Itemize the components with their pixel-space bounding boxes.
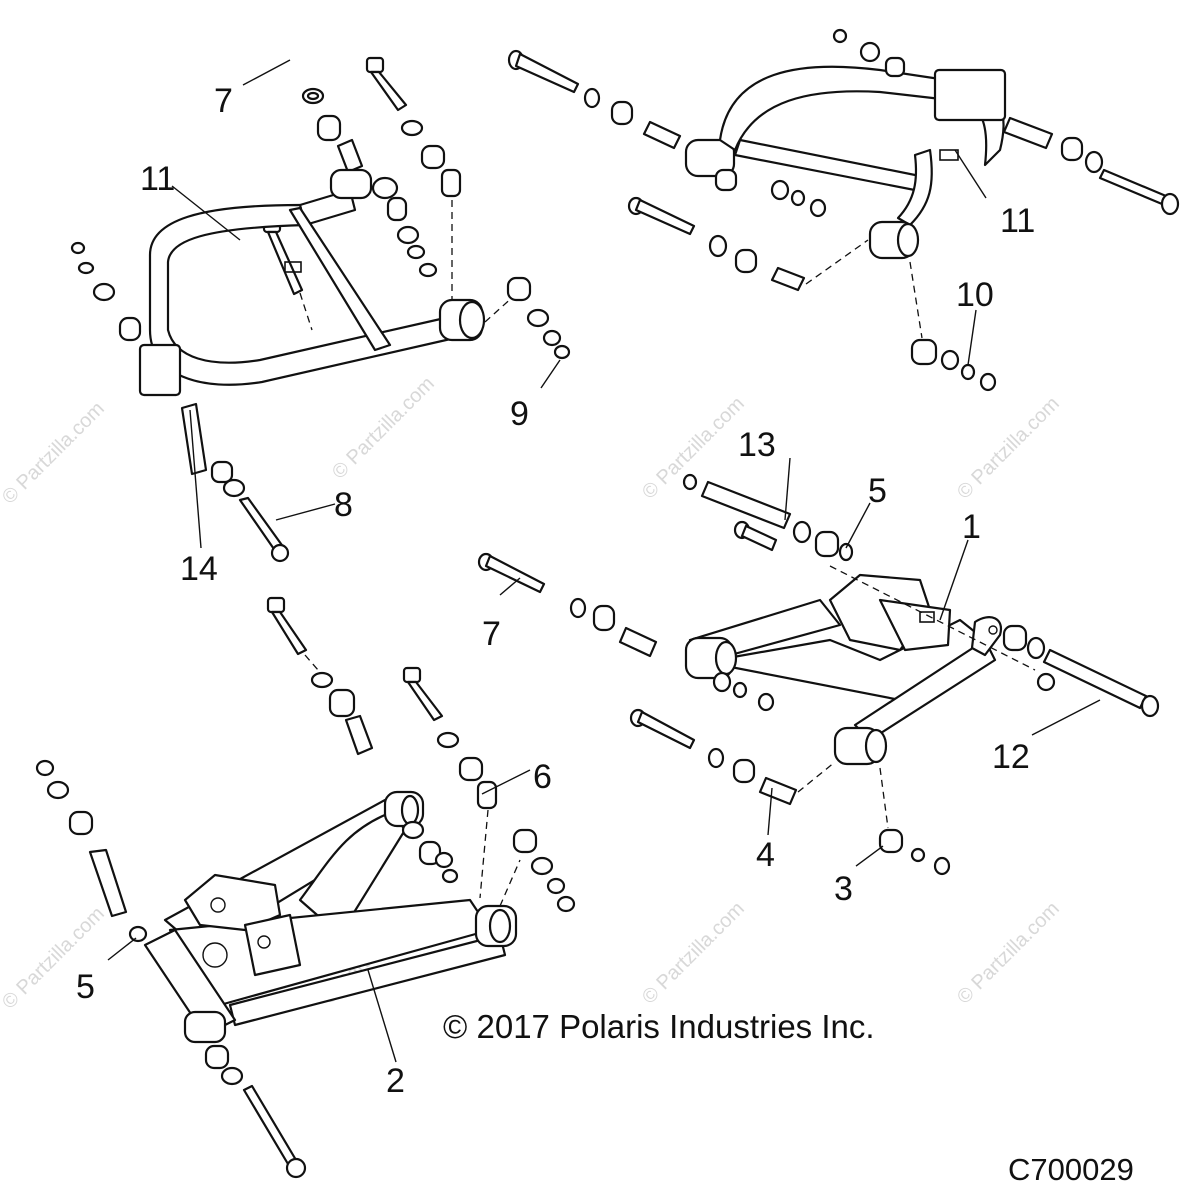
watermark: © Partzilla.com bbox=[953, 393, 1064, 504]
bolt-icon bbox=[627, 196, 696, 236]
watermark: © Partzilla.com bbox=[638, 898, 749, 1009]
callout-5-lower: 5 bbox=[76, 968, 95, 1006]
watermark: © Partzilla.com bbox=[953, 898, 1064, 1009]
upper-left-arm-assembly bbox=[70, 56, 571, 563]
callout-4: 4 bbox=[756, 836, 775, 874]
bolt-icon bbox=[1098, 168, 1180, 216]
bolt-icon bbox=[507, 49, 580, 94]
copyright-notice: © 2017 Polaris Industries Inc. bbox=[443, 1008, 875, 1045]
bolt-icon bbox=[365, 56, 408, 112]
callout-12: 12 bbox=[992, 738, 1030, 776]
bolt-icon bbox=[402, 666, 444, 722]
callout-7-upper: 7 bbox=[214, 82, 233, 120]
callouts: 7 11 11 10 9 8 14 13 5 1 7 12 6 4 3 5 2 bbox=[76, 82, 1035, 1100]
lower-right-arm-assembly bbox=[477, 473, 1160, 876]
callout-11-right: 11 bbox=[1000, 202, 1035, 240]
diagram-code: C700029 bbox=[1008, 1152, 1134, 1187]
lower-left-arm-assembly bbox=[35, 596, 576, 1179]
callout-2: 2 bbox=[386, 1062, 405, 1100]
callout-8: 8 bbox=[334, 486, 353, 524]
bolt-icon bbox=[477, 552, 546, 594]
callout-7-lower: 7 bbox=[482, 615, 501, 653]
bolt-icon bbox=[238, 496, 290, 563]
bolt-icon bbox=[262, 216, 304, 296]
bolt-icon bbox=[733, 520, 778, 552]
callout-9: 9 bbox=[510, 395, 529, 433]
callout-10: 10 bbox=[956, 276, 994, 314]
bolt-icon bbox=[242, 1084, 307, 1179]
watermark: © Partzilla.com bbox=[0, 398, 109, 509]
callout-1: 1 bbox=[962, 508, 981, 546]
watermark: © Partzilla.com bbox=[328, 373, 439, 484]
callout-3: 3 bbox=[834, 870, 853, 908]
callout-6: 6 bbox=[533, 758, 552, 796]
bolt-icon bbox=[1042, 648, 1160, 718]
callout-5-upper: 5 bbox=[868, 472, 887, 510]
leader-lines bbox=[107, 59, 1101, 1063]
upper-right-arm-assembly bbox=[507, 28, 1180, 392]
bolt-icon bbox=[266, 596, 308, 656]
callout-13: 13 bbox=[738, 426, 776, 464]
callout-14: 14 bbox=[180, 550, 218, 588]
callout-11-left: 11 bbox=[140, 160, 175, 198]
bolt-icon bbox=[629, 708, 696, 750]
bolt-icon bbox=[682, 473, 792, 530]
